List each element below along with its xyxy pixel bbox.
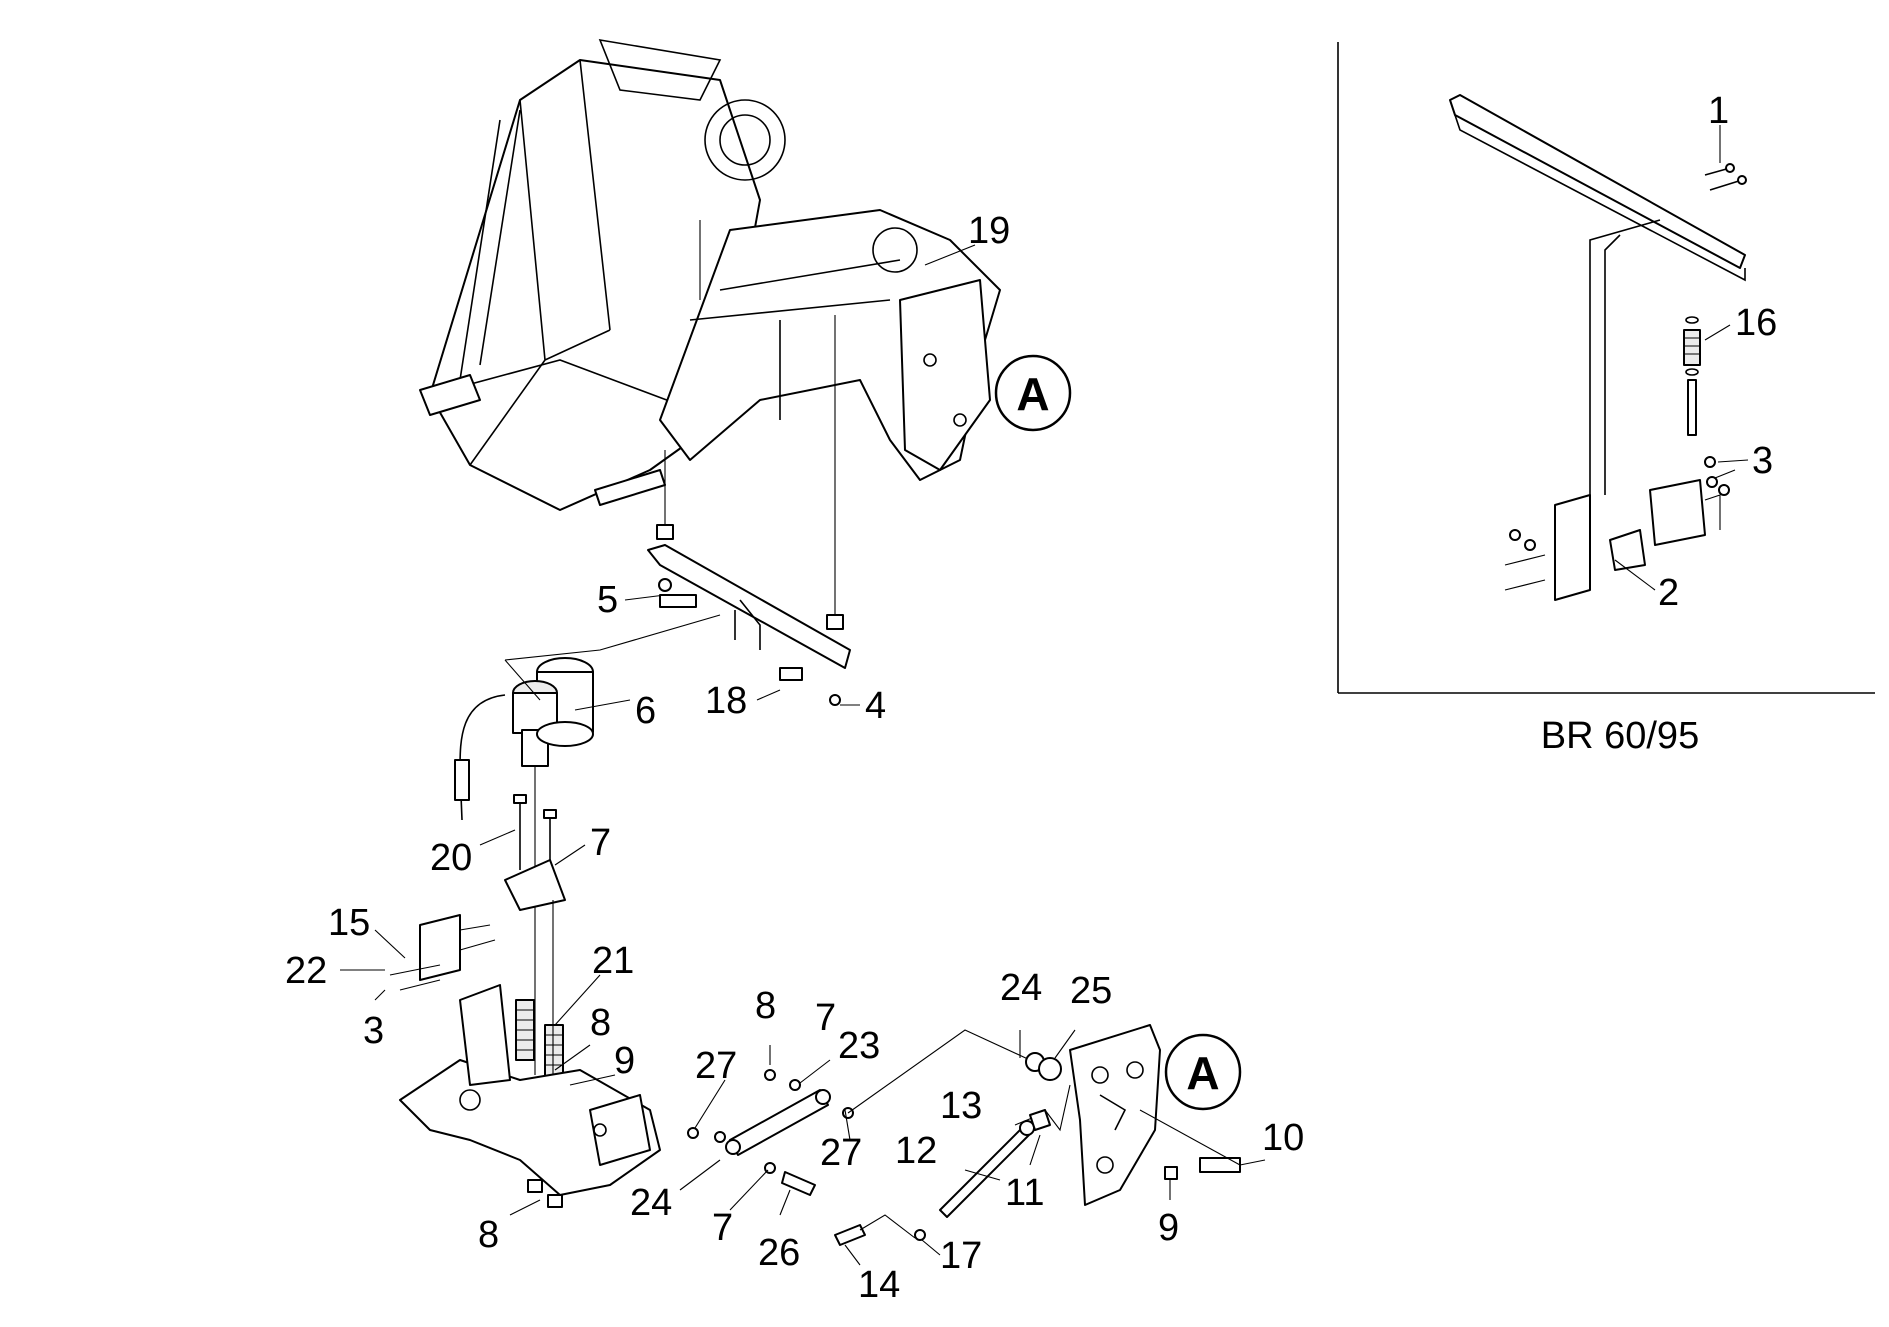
callout-17: 17	[940, 1235, 982, 1277]
inset-caption: BR 60/95	[1541, 715, 1699, 757]
detail-marker-a-bottom: A	[1164, 1033, 1242, 1111]
callout-7-upper: 7	[590, 822, 611, 864]
callout-13: 13	[940, 1085, 982, 1127]
callout-12: 12	[895, 1130, 937, 1172]
callout-leaders	[340, 125, 1749, 1266]
callout-8-lower: 8	[478, 1214, 499, 1256]
callout-2: 2	[1658, 572, 1679, 614]
callout-25: 25	[1070, 970, 1112, 1012]
link-bar	[729, 1089, 829, 1156]
spring-bracket	[504, 859, 566, 911]
callout-3-inset: 3	[1752, 440, 1773, 482]
callout-18: 18	[705, 680, 747, 722]
callout-5: 5	[597, 579, 618, 621]
callout-6: 6	[635, 690, 656, 732]
callout-4: 4	[865, 685, 886, 727]
callout-23: 23	[838, 1025, 880, 1067]
callout-10: 10	[1262, 1117, 1304, 1159]
support-rail	[647, 544, 851, 669]
callout-8-upper: 8	[590, 1002, 611, 1044]
callout-21: 21	[592, 940, 634, 982]
callout-15: 15	[328, 902, 370, 944]
callout-14: 14	[858, 1264, 900, 1306]
callout-3: 3	[363, 1010, 384, 1052]
callout-numbers: 1 16 3 2 19 5 18 6 4 20 7 15 22 3 21 8 9…	[285, 90, 1777, 1306]
callout-9-right: 9	[1158, 1207, 1179, 1249]
callout-11: 11	[1005, 1172, 1044, 1214]
callout-8-mid: 8	[755, 985, 776, 1027]
side-plate-lower	[1069, 1024, 1161, 1206]
callout-20: 20	[430, 837, 472, 879]
actuator-motor	[454, 614, 721, 821]
callout-27-right: 27	[820, 1132, 862, 1174]
callout-27-left: 27	[695, 1045, 737, 1087]
seat-frame-assembly	[419, 38, 1001, 511]
callout-7-lower: 7	[712, 1207, 733, 1249]
inset-panel	[1337, 42, 1875, 694]
callout-24-right: 24	[1000, 967, 1042, 1009]
callout-9-left: 9	[614, 1040, 635, 1082]
callout-26: 26	[758, 1232, 800, 1274]
callout-7-mid: 7	[815, 997, 836, 1039]
compression-springs	[515, 999, 564, 1081]
callout-19: 19	[968, 210, 1010, 252]
detail-marker-label: A	[1186, 1047, 1219, 1099]
callout-24-left: 24	[630, 1182, 672, 1224]
detail-marker-a-top: A	[994, 354, 1072, 432]
detail-marker-label: A	[1016, 368, 1049, 420]
callout-16: 16	[1735, 302, 1777, 344]
callout-22: 22	[285, 950, 327, 992]
callout-1: 1	[1708, 90, 1729, 132]
